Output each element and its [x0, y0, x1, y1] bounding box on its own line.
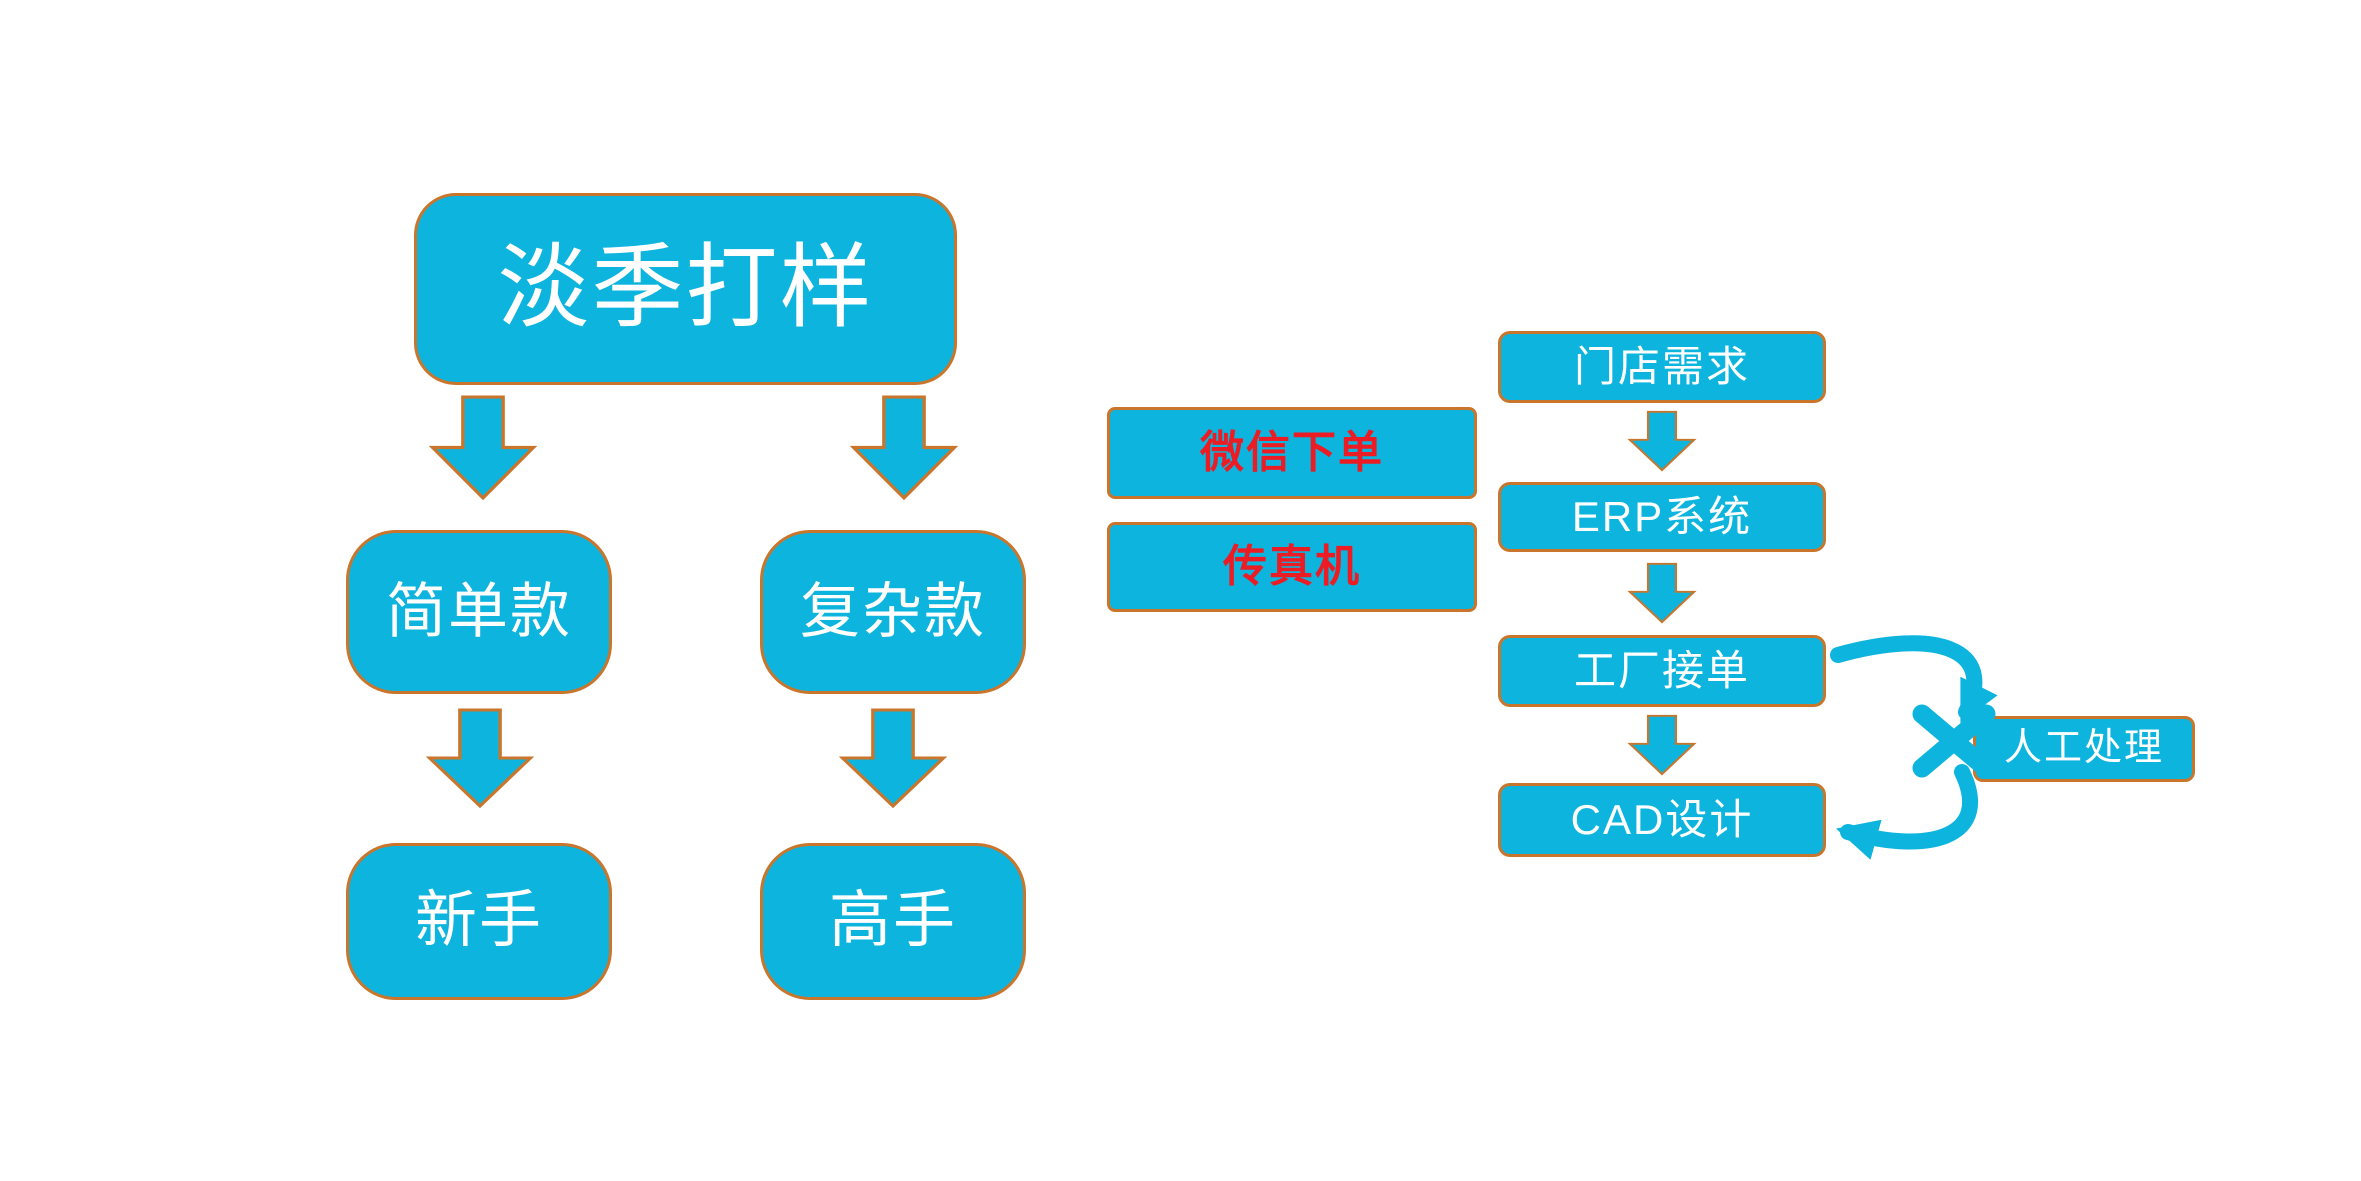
- arrow-down-root-right-icon: [848, 395, 960, 500]
- arrow-down-complex-icon: [837, 708, 949, 808]
- node-fax-machine: 传真机: [1107, 522, 1477, 612]
- node-store-demand: 门店需求: [1498, 331, 1826, 403]
- arrow-down-step2-icon: [1627, 562, 1697, 624]
- arrow-down-root-left-icon: [427, 395, 539, 500]
- node-novice: 新手: [346, 843, 612, 1000]
- node-expert: 高手: [760, 843, 1026, 1000]
- node-manual-processing: 人工处理: [1973, 716, 2195, 782]
- arrow-down-simple-icon: [424, 708, 536, 808]
- node-simple-style: 简单款: [346, 530, 612, 694]
- node-cad-design: CAD设计: [1498, 783, 1826, 857]
- node-complex-style: 复杂款: [760, 530, 1026, 694]
- arrow-down-step3-icon: [1627, 714, 1697, 776]
- node-erp-system: ERP系统: [1498, 482, 1826, 552]
- node-factory-order: 工厂接单: [1498, 635, 1826, 707]
- arrow-down-step1-icon: [1627, 410, 1697, 472]
- node-wechat-order: 微信下单: [1107, 407, 1477, 499]
- node-root-offseason-sampling: 淡季打样: [414, 193, 957, 385]
